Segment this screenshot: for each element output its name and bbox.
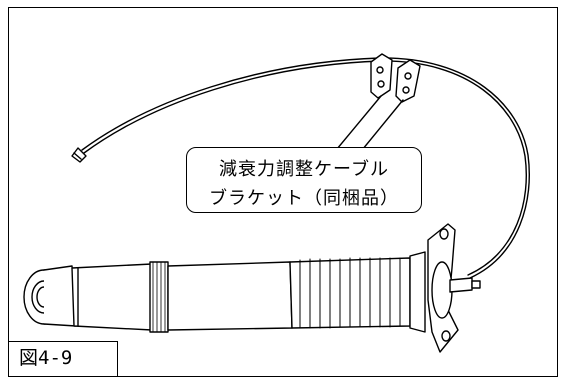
figure-label: 図4-9 xyxy=(8,341,118,377)
shock-body xyxy=(23,223,481,353)
top-mount-plate xyxy=(409,223,481,353)
figure-frame xyxy=(8,7,558,377)
leader-line xyxy=(357,99,404,156)
cable-bracket xyxy=(370,53,421,103)
bracket-callout: 減衰力調整ケーブル ブラケット（同梱品） xyxy=(186,147,422,213)
callout-line-1: 減衰力調整ケーブル xyxy=(219,159,389,180)
leader-line xyxy=(331,95,382,156)
callout-line-2: ブラケット（同梱品） xyxy=(209,188,399,209)
dust-boot-bellows xyxy=(289,257,411,329)
adjuster-cable xyxy=(81,57,530,279)
cable-end-tip xyxy=(71,147,87,163)
